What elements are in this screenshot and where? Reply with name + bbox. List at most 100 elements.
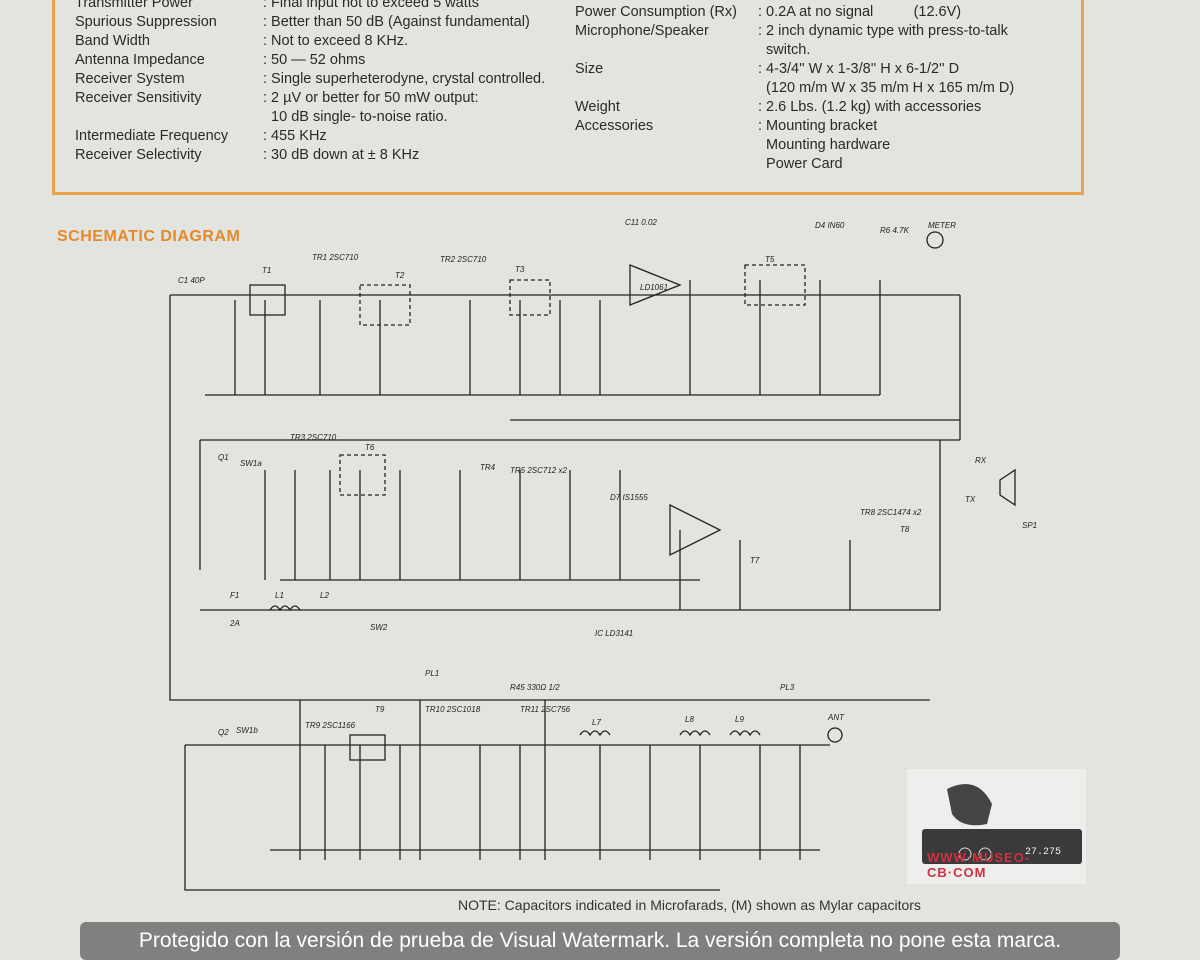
spec-row: Microphone/Speaker : 2 inch dynamic type … [575, 22, 1014, 41]
spec-row: Intermediate Frequency : 455 KHz [75, 127, 545, 146]
component-label: R45 330Ω 1/2 [510, 683, 560, 692]
spec-row: Power Consumption (Rx) : 0.2A at no signa… [575, 3, 1014, 22]
component-label: SP1 [1022, 521, 1037, 530]
component-label: L2 [320, 591, 329, 600]
spec-row: Power Card [575, 155, 1014, 174]
component-label: C11 0.02 [625, 218, 657, 227]
spec-label: Microphone/Speaker [575, 23, 709, 39]
spec-row: Mounting hardware [575, 136, 1014, 155]
spec-value: : 0.2A at no signal (12.6V) [758, 4, 962, 20]
spec-value: (120 m/m W x 35 m/m H x 165 m/m D) [758, 80, 1015, 96]
component-label: L9 [735, 715, 744, 724]
footnote: NOTE: Capacitors indicated in Microfarad… [455, 897, 924, 913]
component-label: PL1 [425, 669, 439, 678]
spec-row: Transmitter Power : Final input not to ex… [75, 0, 545, 13]
specs-left: Transmitter Power : Final input not to ex… [75, 0, 545, 165]
specs-right: 1.4A at maximum (12.6V)Power Consumption… [575, 0, 1014, 174]
component-label: RX [975, 456, 987, 465]
component-label: T6 [365, 443, 375, 452]
component-label: T7 [750, 556, 760, 565]
spec-value: : 30 dB down at ± 8 KHz [263, 147, 420, 163]
spec-row: Weight : 2.6 Lbs. (1.2 kg) with accessori… [575, 98, 1014, 117]
component-label: TR4 [480, 463, 496, 472]
spec-value: : 2 inch dynamic type with press-to-talk [758, 23, 1008, 39]
component-label: R6 4.7K [880, 226, 910, 235]
component-label: L8 [685, 715, 694, 724]
spec-label: Weight [575, 99, 620, 115]
spec-value: 1.4A at maximum (12.6V) [758, 0, 966, 3]
component-label: TX [965, 495, 976, 504]
specifications-box: Transmitter Power : Final input not to ex… [52, 0, 1084, 195]
component-label: L1 [275, 591, 284, 600]
spec-label: Size [575, 61, 604, 77]
component-label: T5 [765, 255, 775, 264]
spec-value: 10 dB single- to-noise ratio. [263, 109, 448, 125]
spec-row: switch. [575, 41, 1014, 60]
spec-label: Receiver Selectivity [75, 147, 202, 163]
spec-value: : 4-3/4'' W x 1-3/8'' H x 6-1/2'' D [758, 61, 960, 77]
component-label: TR9 2SC1166 [305, 721, 356, 730]
spec-row: Accessories: Mounting bracket [575, 117, 1014, 136]
component-label: T3 [515, 265, 525, 274]
component-label: LD1061 [640, 283, 668, 292]
spec-row: Spurious Suppression: Better than 50 dB … [75, 13, 545, 32]
component-label: D7 IS1555 [610, 493, 648, 502]
component-label: TR5 2SC712 x2 [510, 466, 567, 475]
component-label: L7 [592, 718, 601, 727]
component-label: TR2 2SC710 [440, 255, 487, 264]
spec-value: : Better than 50 dB (Against fundamental… [263, 14, 530, 30]
spec-value: : Final input not to exceed 5 watts [263, 0, 480, 11]
component-label: SW2 [370, 623, 388, 632]
spec-value: Power Card [758, 156, 843, 172]
spec-value: : 455 KHz [263, 128, 327, 144]
spec-row: Antenna Impedance: 50 — 52 ohms [75, 51, 545, 70]
component-label: Q2 [218, 728, 229, 737]
spec-value: : 2.6 Lbs. (1.2 kg) with accessories [758, 99, 982, 115]
spec-label: Transmitter Power [75, 0, 193, 11]
spec-label: Receiver Sensitivity [75, 90, 202, 106]
schematic-heading: SCHEMATIC DIAGRAM [57, 228, 241, 245]
component-label: SW1b [236, 726, 258, 735]
spec-row: 10 dB single- to-noise ratio. [75, 108, 545, 127]
component-label: 2A [229, 619, 240, 628]
spec-row: Receiver Sensitivity : 2 µV or better for… [75, 89, 545, 108]
component-label: Q1 [218, 453, 229, 462]
component-label: D4 IN60 [815, 221, 845, 230]
spec-label: Band Width [75, 33, 150, 49]
spec-value: : Single superheterodyne, crystal contro… [263, 71, 546, 87]
schematic-wires [169, 231, 1016, 891]
watermark-banner: Protegido con la versión de prueba de Vi… [80, 922, 1120, 960]
spec-row: Receiver Selectivity : 30 dB down at ± 8 … [75, 146, 545, 165]
spec-value: : 2 µV or better for 50 mW output: [263, 90, 479, 106]
component-label: TR1 2SC710 [312, 253, 359, 262]
component-label: TR11 2SC756 [520, 705, 571, 714]
component-label: IC LD3141 [595, 629, 633, 638]
component-label: F1 [230, 591, 239, 600]
spec-row: Receiver System : Single superheterodyne,… [75, 70, 545, 89]
component-label: TR3 2SC710 [290, 433, 337, 442]
spec-row: Size : 4-3/4'' W x 1-3/8'' H x 6-1/2'' D [575, 60, 1014, 79]
logo-url: WWW·MUSEO-CB·COM [927, 850, 1031, 880]
spec-label: Accessories [575, 118, 654, 134]
component-label: METER [928, 221, 956, 230]
component-label: T8 [900, 525, 910, 534]
spec-label: Intermediate Frequency [75, 128, 229, 144]
component-label: C1 40P [178, 276, 205, 285]
spec-value: switch. [758, 42, 811, 58]
component-label: ANT [827, 713, 845, 722]
component-label: T9 [375, 705, 385, 714]
svg-text:27.275: 27.275 [1025, 847, 1061, 858]
component-label: T1 [262, 266, 271, 275]
component-label: SW1a [240, 459, 262, 468]
component-label: T2 [395, 271, 405, 280]
spec-label: Antenna Impedance [75, 52, 205, 68]
spec-row: (120 m/m W x 35 m/m H x 165 m/m D) [575, 79, 1014, 98]
spec-label: Power Consumption (Rx) [575, 4, 737, 20]
spec-value: : Not to exceed 8 KHz. [263, 33, 409, 49]
cb-radio-icon: 27.275 [922, 784, 1082, 864]
spec-row: Band Width : Not to exceed 8 KHz. [75, 32, 545, 51]
spec-label: Receiver System [75, 71, 185, 87]
component-label: PL3 [780, 683, 795, 692]
component-label: TR8 2SC1474 x2 [860, 508, 922, 517]
